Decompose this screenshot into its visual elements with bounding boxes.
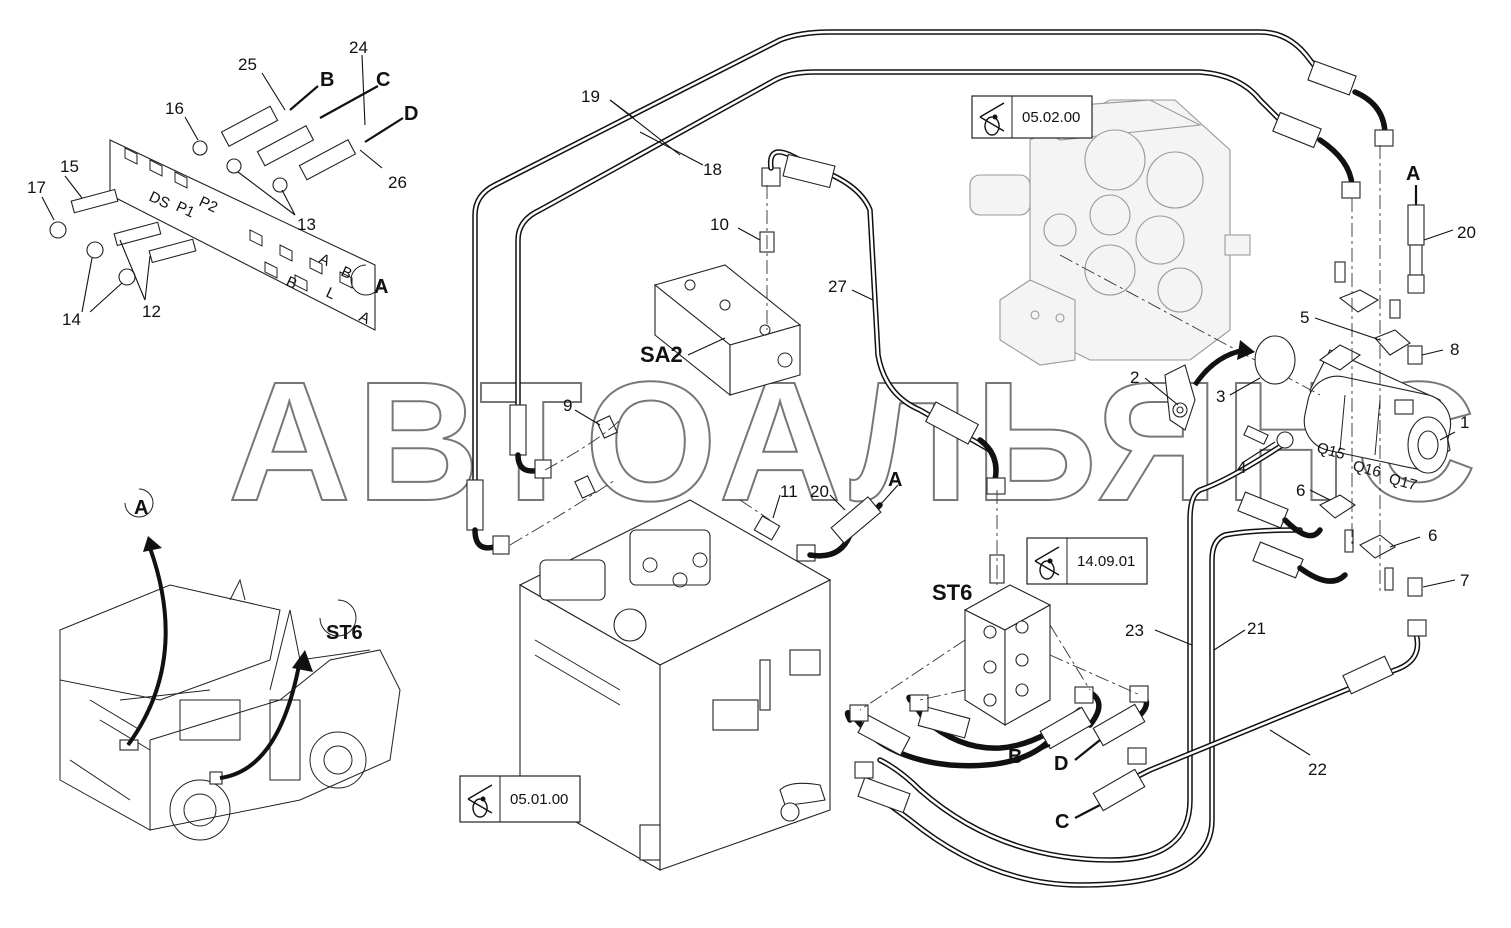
callout-14: 14 [62, 310, 81, 329]
letter-c-hose: C [1055, 811, 1069, 833]
st6-block [963, 490, 1052, 726]
plate-p1: P1 [173, 198, 197, 221]
hose-fittings-left [466, 404, 552, 555]
fitting-11 [739, 499, 781, 541]
plate-p2: P2 [196, 193, 220, 216]
eye-icon [1034, 546, 1060, 580]
hose-27 [761, 149, 1006, 495]
letter-a-tank: A [888, 469, 902, 491]
callout-9: 9 [563, 396, 572, 415]
paver-arrows [126, 536, 313, 780]
callout-5: 5 [1300, 308, 1309, 327]
callout-4: 4 [1237, 458, 1246, 477]
callout-12: 12 [142, 302, 161, 321]
eye-icon [979, 102, 1005, 136]
reference-label: 14.09.01 [1077, 553, 1135, 570]
callout-10: 10 [710, 215, 729, 234]
hose-20-right [1407, 185, 1425, 294]
port-q17: Q17 [1387, 470, 1419, 494]
callout-2: 2 [1130, 368, 1139, 387]
callouts: 25 24 16 26 13 15 17 14 12 19 18 10 27 9… [27, 38, 1476, 779]
letter-a-right: A [1406, 163, 1420, 185]
detail-a-label: A [134, 497, 148, 519]
gear-pump [1303, 344, 1452, 474]
hose-19 [472, 29, 1333, 523]
letter-a-inset: A [374, 276, 388, 298]
connection-letters: B C D A A A B D C [320, 69, 1420, 833]
sa2-block [653, 264, 802, 397]
reference-box-mid[interactable]: 14.09.01 [1026, 537, 1148, 585]
callout-7: 7 [1460, 571, 1469, 590]
detail-st6-label: ST6 [326, 622, 363, 644]
callout-1: 1 [1460, 413, 1469, 432]
detail-st6-marker: ST6 [319, 599, 363, 644]
callout-15: 15 [60, 157, 79, 176]
clamp-2 [1164, 364, 1196, 431]
lower-hose-fittings [849, 491, 1427, 814]
reference-label: 05.02.00 [1022, 109, 1080, 126]
hose-22 [1097, 627, 1421, 798]
gearbox-housing [969, 99, 1251, 366]
callout-25: 25 [238, 55, 257, 74]
pump-fittings [1059, 145, 1423, 597]
bolt-4 [1243, 425, 1294, 449]
callout-20-right: 20 [1457, 223, 1476, 242]
hose-20-tank [796, 496, 883, 562]
callout-26: 26 [388, 173, 407, 192]
hose-21 [872, 527, 1303, 888]
sa2-label: SA2 [640, 342, 683, 367]
callout-17: 17 [27, 178, 46, 197]
port-q16: Q16 [1351, 457, 1383, 481]
port-q15: Q15 [1315, 439, 1347, 463]
callout-16: 16 [165, 99, 184, 118]
letter-b-inset: B [320, 69, 334, 91]
o-ring-3 [1254, 335, 1296, 385]
callout-20-tank: 20 [810, 482, 829, 501]
hose-18 [515, 69, 1283, 413]
callout-6a: 6 [1296, 481, 1305, 500]
callout-leaders [41, 54, 1456, 819]
hose-23 [877, 437, 1293, 863]
fitting-10 [759, 185, 775, 330]
letter-c-inset: C [376, 69, 390, 91]
callout-18: 18 [703, 160, 722, 179]
callout-27: 27 [828, 277, 847, 296]
callout-23: 23 [1125, 621, 1144, 640]
pump-port-labels: Q15 Q16 Q17 [1315, 439, 1419, 494]
callout-11: 11 [780, 482, 798, 501]
connection-plate: P2 P1 DS L A B B A [109, 139, 376, 331]
letter-d-inset: D [404, 103, 418, 125]
callout-13: 13 [297, 215, 316, 234]
fitting-9 [509, 415, 621, 546]
callout-8: 8 [1450, 340, 1459, 359]
inset-fittings [49, 85, 404, 286]
callout-3: 3 [1216, 387, 1225, 406]
letter-d-hose: D [1054, 753, 1068, 775]
callout-22: 22 [1308, 760, 1327, 779]
reference-box-bottom[interactable]: 05.01.00 [459, 775, 581, 823]
reference-box-top[interactable]: 05.02.00 [971, 95, 1093, 139]
callout-24: 24 [349, 38, 368, 57]
detail-a-marker: A [124, 488, 154, 519]
letter-b-hose: B [1008, 746, 1022, 768]
hose-fittings-top-right [1272, 60, 1394, 199]
paver-machine [59, 578, 401, 841]
reference-label: 05.01.00 [510, 791, 568, 808]
eye-icon [467, 784, 493, 818]
callout-19: 19 [581, 87, 600, 106]
callout-6b: 6 [1428, 526, 1437, 545]
callout-21: 21 [1247, 619, 1266, 638]
st6-label: ST6 [932, 580, 972, 605]
